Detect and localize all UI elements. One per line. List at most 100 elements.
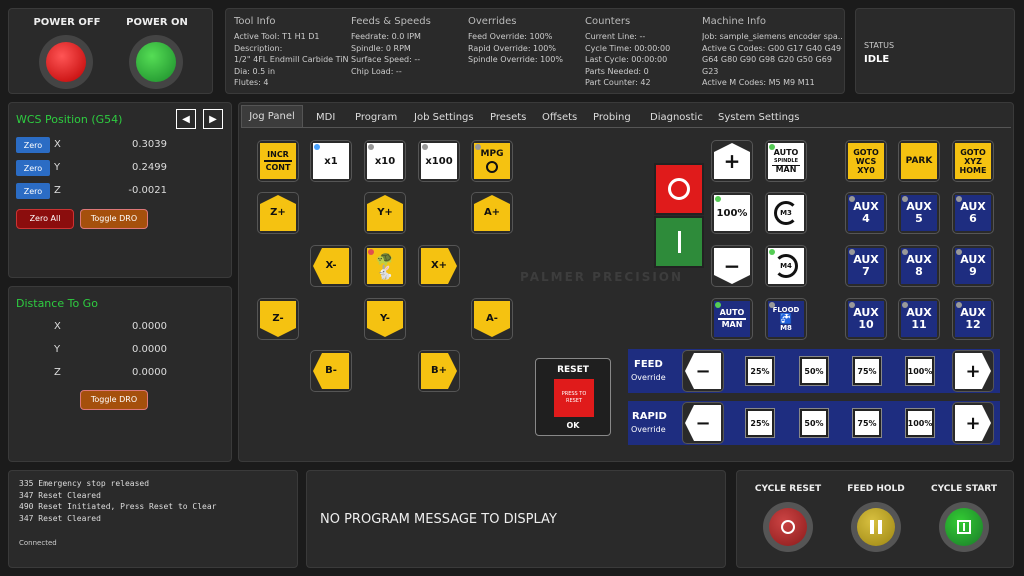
toggle-dro-button[interactable]: Toggle DRO <box>80 209 148 229</box>
goto-wcs-button[interactable]: GOTO WCS XY0 <box>845 140 887 182</box>
feed-hold-button[interactable] <box>851 502 901 552</box>
jog-y-minus-label: Y- <box>367 301 403 337</box>
spindle-cw-m3-button[interactable]: M3 <box>765 192 807 234</box>
spindle-man-label: MAN <box>775 164 797 174</box>
feed-50-button[interactable]: 50% <box>799 356 829 386</box>
aux-8-button[interactable]: AUX 8 <box>898 245 940 287</box>
rapid-override-decrease-button[interactable]: − <box>682 402 724 444</box>
rapid-100-button[interactable]: 100% <box>905 408 935 438</box>
zero-all-button[interactable]: Zero All <box>16 209 74 229</box>
feed-75-button[interactable]: 75% <box>852 356 882 386</box>
jog-x-minus-button[interactable]: X- <box>310 245 352 287</box>
overrides-line: Feed Override: 100% <box>468 32 553 41</box>
tab-program[interactable]: Program <box>355 111 398 123</box>
distance-to-go-panel: Distance To Go X 0.0000 Y 0.0000 Z 0.000… <box>8 286 232 462</box>
jog-z-plus-button[interactable]: Z+ <box>257 192 299 234</box>
jog-z-minus-button[interactable]: Z- <box>257 298 299 340</box>
feed-25-button[interactable]: 25% <box>745 356 775 386</box>
jog-y-plus-button[interactable]: Y+ <box>364 192 406 234</box>
jog-b-plus-label: B+ <box>421 353 457 389</box>
led-indicator <box>475 144 481 150</box>
tab-presets[interactable]: Presets <box>490 111 527 123</box>
dtg-axis-label: X <box>54 321 61 332</box>
status-panel: STATUS IDLE <box>855 8 1015 94</box>
m4-label: M4 <box>780 261 792 270</box>
aux-10-button[interactable]: AUX 10 <box>845 298 887 340</box>
goto-home-label: GOTO XYZ HOME <box>955 143 991 179</box>
led-indicator <box>902 196 908 202</box>
flood-m8-button[interactable]: FLOOD🚰M8 <box>765 298 807 340</box>
x100-button[interactable]: x100 <box>418 140 460 182</box>
power-on-button[interactable] <box>129 35 183 89</box>
jog-y-minus-button[interactable]: Y- <box>364 298 406 340</box>
minus-icon: − <box>714 248 750 284</box>
spindle-start-button[interactable] <box>654 216 704 268</box>
coolant-auto-label: AUTO <box>719 308 745 317</box>
spindle-percent-button[interactable]: 100% <box>711 192 753 234</box>
tab-offsets[interactable]: Offsets <box>542 111 578 123</box>
counters-line: Last Cycle: 00:00:00 <box>585 55 668 64</box>
feed-100-button[interactable]: 100% <box>905 356 935 386</box>
tab-job-settings[interactable]: Job Settings <box>414 111 474 123</box>
rapid-25-button[interactable]: 25% <box>745 408 775 438</box>
jog-a-minus-button[interactable]: A- <box>471 298 513 340</box>
led-indicator <box>849 196 855 202</box>
jog-x-minus-label: X- <box>313 248 349 284</box>
wcs-prev-button[interactable]: ◀ <box>176 109 196 129</box>
jog-speed-toggle-button[interactable]: 🐢🐇 <box>364 245 406 287</box>
x1-button[interactable]: x1 <box>310 140 352 182</box>
aux-4-button[interactable]: AUX 4 <box>845 192 887 234</box>
park-button[interactable]: PARK <box>898 140 940 182</box>
tab-mdi[interactable]: MDI <box>316 111 336 123</box>
feed-override-increase-button[interactable]: + <box>952 350 994 392</box>
aux-9-button[interactable]: AUX 9 <box>952 245 994 287</box>
wcs-axis-value: 0.2499 <box>132 162 167 173</box>
spindle-ccw-m4-button[interactable]: M4 <box>765 245 807 287</box>
cycle-start-button[interactable] <box>939 502 989 552</box>
led-indicator <box>368 144 374 150</box>
spindle-decrease-button[interactable]: − <box>711 245 753 287</box>
rapid-50-button[interactable]: 50% <box>799 408 829 438</box>
jog-b-minus-button[interactable]: B- <box>310 350 352 392</box>
wcs-next-button[interactable]: ▶ <box>203 109 223 129</box>
tab-probing[interactable]: Probing <box>593 111 631 123</box>
aux-11-button[interactable]: AUX 11 <box>898 298 940 340</box>
tab-jog-panel[interactable]: Jog Panel <box>241 105 303 127</box>
start-icon <box>957 520 971 534</box>
dtg-toggle-dro-button[interactable]: Toggle DRO <box>80 390 148 410</box>
aux-12-button[interactable]: AUX 12 <box>952 298 994 340</box>
aux-7-button[interactable]: AUX 7 <box>845 245 887 287</box>
power-off-button[interactable] <box>39 35 93 89</box>
zero-x-button[interactable]: Zero <box>16 137 50 153</box>
tab-system-settings[interactable]: System Settings <box>718 111 800 123</box>
spindle-increase-button[interactable]: + <box>711 140 753 182</box>
aux-6-button[interactable]: AUX 6 <box>952 192 994 234</box>
zero-z-button[interactable]: Zero <box>16 183 50 199</box>
tab-diagnostic[interactable]: Diagnostic <box>650 111 703 123</box>
feeds-line: Chip Load: -- <box>351 66 402 76</box>
aux-5-button[interactable]: AUX 5 <box>898 192 940 234</box>
feeds-speeds-header: Feeds & Speeds <box>351 16 431 27</box>
x10-button[interactable]: x10 <box>364 140 406 182</box>
zero-y-button[interactable]: Zero <box>16 160 50 176</box>
mpg-button[interactable]: MPG <box>471 140 513 182</box>
rapid-override-increase-button[interactable]: + <box>952 402 994 444</box>
cycle-reset-button[interactable] <box>763 502 813 552</box>
jog-b-plus-button[interactable]: B+ <box>418 350 460 392</box>
rapid-75-button[interactable]: 75% <box>852 408 882 438</box>
turtle-icon: 🐢 <box>376 251 394 267</box>
goto-home-button[interactable]: GOTO XYZ HOME <box>952 140 994 182</box>
goto-wcs-label: GOTO WCS XY0 <box>848 143 884 179</box>
jog-a-plus-button[interactable]: A+ <box>471 192 513 234</box>
overrides-line: Rapid Override: 100% <box>468 43 556 53</box>
spindle-stop-button[interactable] <box>654 163 704 215</box>
led-indicator <box>769 302 775 308</box>
mpg-label: MPG <box>480 149 504 159</box>
jog-x-plus-button[interactable]: X+ <box>418 245 460 287</box>
press-to-reset-button[interactable]: PRESS TO RESET <box>554 379 594 417</box>
handwheel-icon <box>486 161 498 173</box>
feed-override-decrease-button[interactable]: − <box>682 350 724 392</box>
